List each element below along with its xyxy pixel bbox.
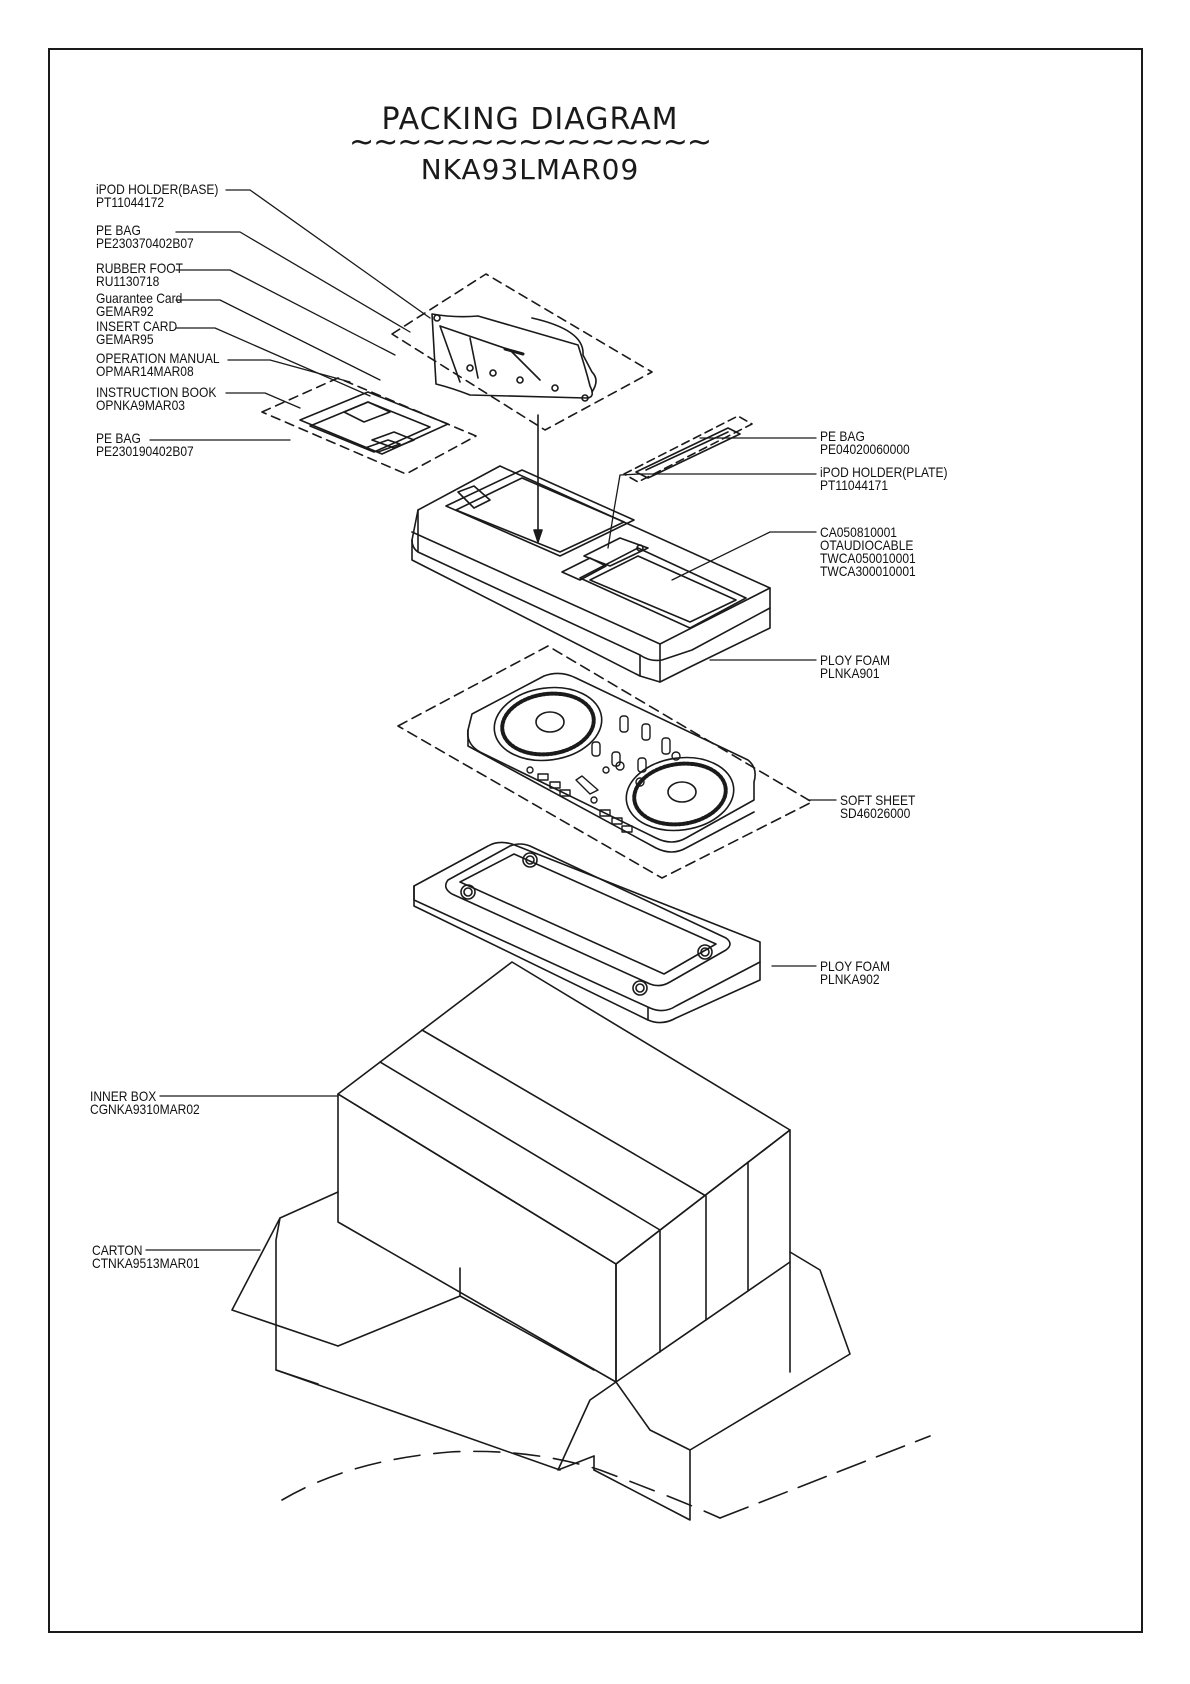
carton xyxy=(231,1191,931,1521)
drawing-frame xyxy=(48,48,1143,1633)
model-code: NKA93LMAR09 xyxy=(420,153,640,186)
ipod-holder-base xyxy=(391,273,653,431)
label-ipod-holder-base: iPOD HOLDER(BASE)PT11044172 xyxy=(96,181,219,210)
inner-box xyxy=(337,961,791,1383)
title-underline: ~~~~~~~~~~~~~~~ xyxy=(348,125,712,160)
ploy-foam-bottom xyxy=(413,841,761,1024)
label-ipod-holder-plate: iPOD HOLDER(PLATE)PT11044171 xyxy=(820,464,948,493)
leader-lines xyxy=(145,189,837,1251)
ploy-foam-top xyxy=(411,465,771,683)
dj-controller xyxy=(397,645,813,879)
diagram-title: PACKING DIAGRAM xyxy=(381,102,679,137)
ipod-holder-plate xyxy=(623,415,753,483)
documents-pack xyxy=(261,377,477,475)
